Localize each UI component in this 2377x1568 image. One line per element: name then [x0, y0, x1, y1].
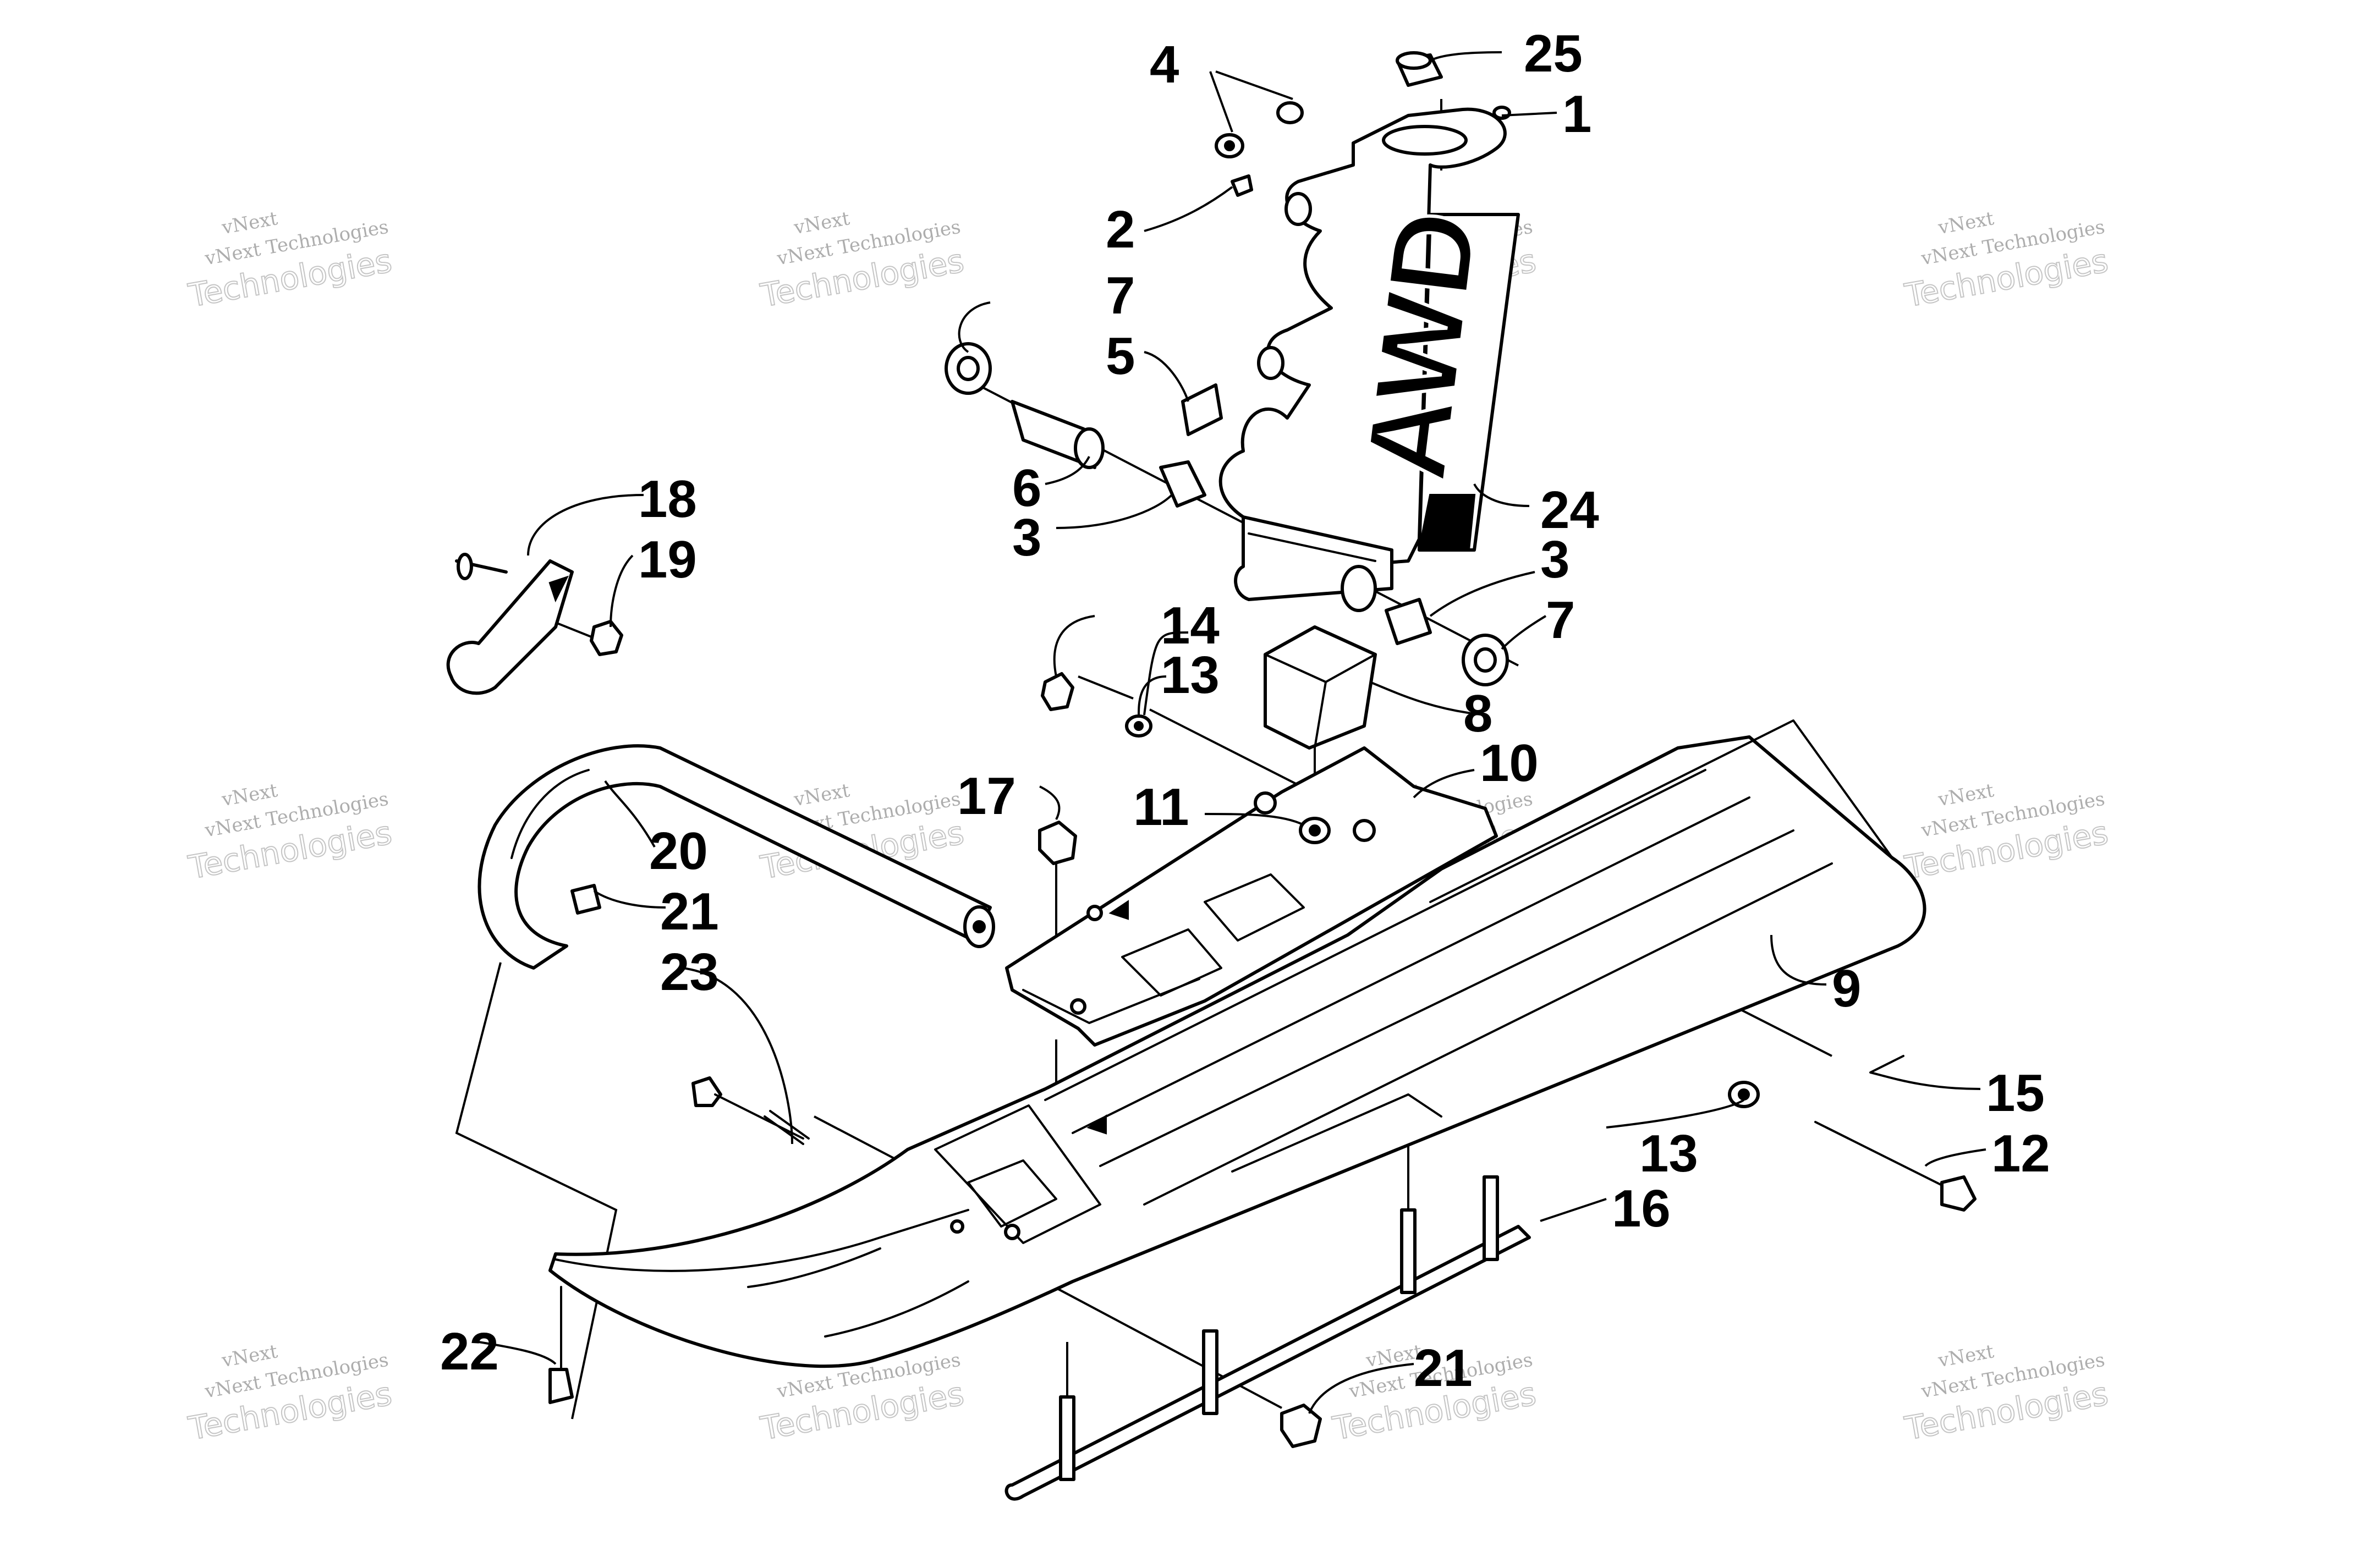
callout-3-left: 3 [1012, 508, 1041, 567]
spindle-part [1218, 106, 1511, 612]
callout-13-top: 13 [1161, 646, 1220, 705]
handle-loop-part [477, 744, 995, 970]
callout-1: 1 [1562, 85, 1591, 144]
callout-7-top: 7 [1106, 266, 1135, 325]
watermark: vNext vNext Technologies Technologies [1901, 207, 2111, 315]
callout-22: 22 [440, 1322, 499, 1381]
callout-23: 23 [660, 943, 719, 1002]
watermark: vNext vNext Technologies Technologies [185, 1340, 395, 1448]
watermark-line1: vNext [1936, 207, 1996, 239]
callout-5: 5 [1106, 327, 1135, 386]
callout-24: 24 [1540, 481, 1599, 540]
callout-4: 4 [1150, 35, 1179, 94]
watermark: vNext vNext Technologies Technologies [185, 779, 395, 887]
watermark: vNext vNext Technologies Technologies [1901, 1340, 2111, 1448]
watermark-line1: vNext [219, 1340, 279, 1372]
callout-labels: 25 1 4 2 7 5 6 3 24 3 7 8 14 13 10 17 11… [440, 24, 2050, 1398]
callout-15: 15 [1986, 1064, 2045, 1123]
callout-18: 18 [638, 470, 697, 529]
callout-20: 20 [649, 822, 708, 881]
ski-part [548, 719, 1926, 1368]
wear-bar-part [1004, 1175, 1531, 1501]
callout-8: 8 [1463, 684, 1492, 743]
saddle-part [1005, 746, 1498, 1135]
callout-7-right: 7 [1546, 591, 1575, 650]
callout-21-bottom: 21 [1414, 1339, 1473, 1398]
callout-16: 16 [1612, 1179, 1671, 1238]
callout-2: 2 [1106, 200, 1135, 259]
watermark-line1: vNext [219, 207, 279, 239]
watermark: vNext vNext Technologies Technologies [757, 207, 967, 315]
watermark: vNext vNext Technologies Technologies [1901, 779, 2111, 887]
leader-lines [478, 51, 1986, 1414]
watermark-line1: vNext [792, 779, 852, 811]
watermark-line1: vNext [1936, 779, 1996, 811]
callout-6: 6 [1012, 459, 1041, 518]
callout-10: 10 [1480, 734, 1539, 793]
callout-9: 9 [1832, 959, 1861, 1018]
hardware-parts [446, 51, 1977, 1448]
watermark-line1: vNext [219, 779, 279, 811]
watermark-line1: vNext [1936, 1340, 1996, 1372]
callout-17: 17 [957, 767, 1016, 826]
watermark: vNext vNext Technologies Technologies [185, 207, 395, 315]
callout-14: 14 [1161, 596, 1220, 655]
watermark-line1: vNext [792, 207, 852, 239]
callout-3-right: 3 [1540, 530, 1569, 589]
callout-13-bottom: 13 [1639, 1124, 1698, 1183]
callout-21-top: 21 [660, 882, 719, 941]
bushing-block-part [1264, 625, 1377, 750]
callout-12: 12 [1991, 1124, 2050, 1183]
callout-11: 11 [1133, 778, 1189, 837]
callout-19: 19 [638, 530, 697, 589]
callout-25: 25 [1524, 24, 1583, 83]
